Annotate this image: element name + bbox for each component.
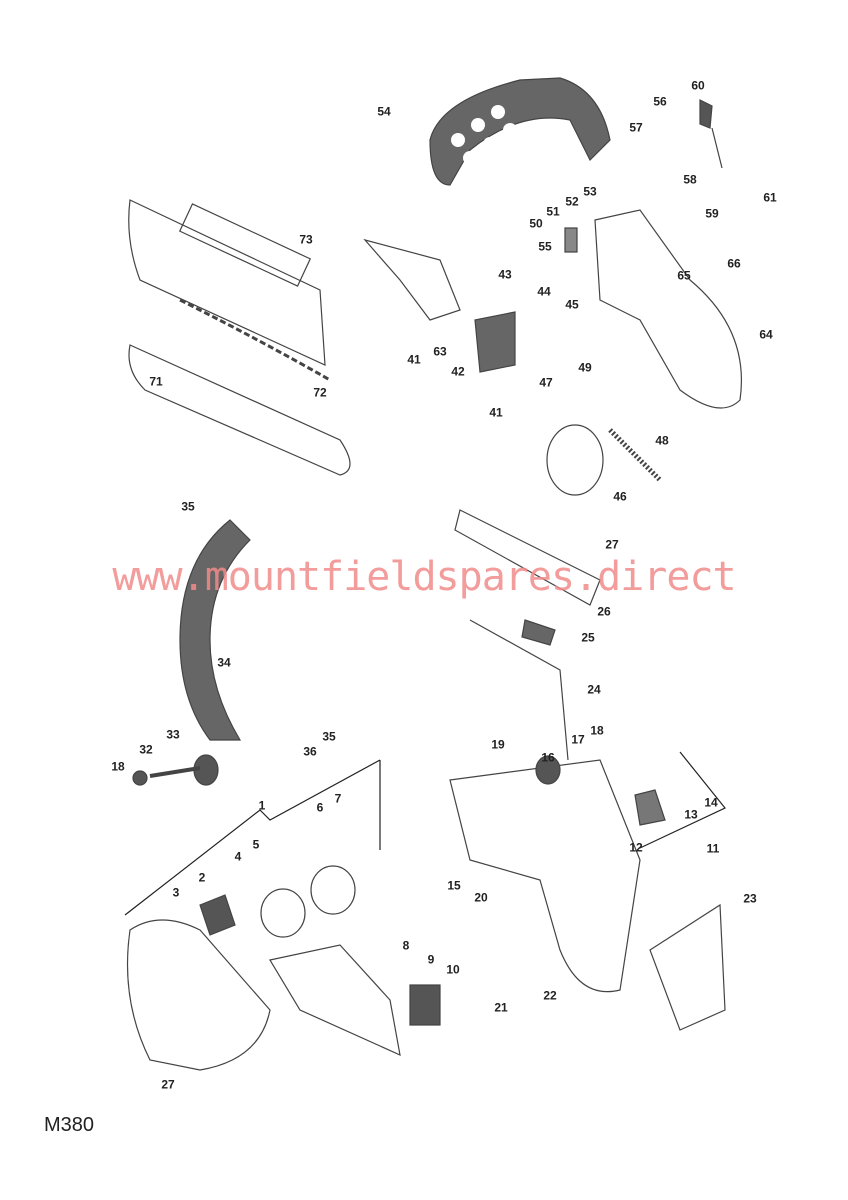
part-front-handle [179,519,251,741]
callout-label: 60 [691,78,705,93]
callout-label: 20 [474,890,488,905]
callout-label: 72 [313,385,327,400]
callout-label: 17 [571,732,585,747]
part-25 [521,619,556,646]
callout-label: 7 [334,791,342,806]
callout-label: 32 [139,742,153,757]
callout-label: 41 [407,352,421,367]
callout-label: 25 [581,630,595,645]
bracket-starter-group [124,759,381,916]
part-bolt-32 [149,766,201,778]
part-spring [608,428,662,482]
callout-label: 54 [377,104,391,119]
watermark: www.mountfieldspares.direct [112,554,736,600]
callout-label: 21 [494,1000,508,1015]
part-guide-bar [128,344,351,476]
callout-label: 35 [322,729,336,744]
callout-label: 16 [541,750,555,765]
callout-label: 1 [258,798,266,813]
callout-label: 3 [172,885,180,900]
callout-label: 14 [704,795,718,810]
callout-label: 57 [629,120,643,135]
part-rear-handle [594,209,742,409]
callout-label: 64 [759,327,773,342]
part-pulley-5 [310,865,356,915]
callout-label: 49 [578,360,592,375]
callout-label: 71 [149,374,163,389]
part-spring-55 [564,227,578,253]
part-plate [363,238,461,321]
callout-label: 48 [655,433,669,448]
callout-label: 2 [198,870,206,885]
callout-label: 6 [316,800,324,815]
callout-label: 45 [565,297,579,312]
callout-label: 61 [763,190,777,205]
callout-label: 23 [743,891,757,906]
part-pulley [260,888,306,938]
part-handle-3 [199,894,236,936]
callout-label: 56 [653,94,667,109]
callout-label: 41 [489,405,503,420]
callout-label: 66 [727,256,741,271]
callout-label: 11 [706,841,720,856]
part-42 [474,311,516,373]
callout-label: 51 [546,204,560,219]
part-buffer-16 [535,755,561,785]
callout-label: 53 [583,184,597,199]
callout-label: 19 [491,737,505,752]
part-buffer-10 [409,984,441,1026]
callout-label: 63 [433,344,447,359]
callout-label: 59 [705,206,719,221]
callout-label: 47 [539,375,553,390]
callout-label: 26 [597,604,611,619]
part-bar-plate [454,509,601,606]
part-23 [649,903,726,1031]
callout-label: 27 [605,537,619,552]
callout-label: 4 [234,849,242,864]
callout-label: 22 [543,988,557,1003]
callout-label: 58 [683,172,697,187]
callout-label: 27 [161,1077,175,1092]
callout-label: 52 [565,194,579,209]
part-starter-cover [126,919,271,1071]
callout-label: 50 [529,216,543,231]
callout-label: 10 [446,962,460,977]
callout-label: 46 [613,489,627,504]
callout-label: 44 [537,284,551,299]
part-crankcase [449,759,641,993]
callout-label: 24 [587,682,601,697]
part-lever [699,99,723,169]
part-side-cover [269,944,401,1057]
diagram-code: M380 [44,1114,95,1136]
callout-label: 18 [590,723,604,738]
callout-label: 34 [217,655,231,670]
callout-label: 12 [629,840,643,855]
part-brake-band [546,424,604,496]
part-top-handle [429,77,611,186]
callout-label: 8 [402,938,410,953]
callout-label: 15 [447,878,461,893]
callout-label: 55 [538,239,552,254]
part-chain [179,298,331,382]
part-13 [634,789,666,826]
part-bar-cover [128,199,326,366]
callout-label: 9 [427,952,435,967]
callout-label: 35 [181,499,195,514]
callout-label: 65 [677,268,691,283]
callout-label: 73 [299,232,313,247]
callout-label: 13 [684,807,698,822]
callout-label: 5 [252,837,260,852]
callout-label: 43 [498,267,512,282]
part-washer-18 [132,770,148,786]
callout-label: 18 [111,759,125,774]
bracket-crankcase-group [639,751,726,849]
callout-label: 42 [451,364,465,379]
callout-label: 33 [166,727,180,742]
part-rod [469,619,569,761]
callout-label: 36 [303,744,317,759]
